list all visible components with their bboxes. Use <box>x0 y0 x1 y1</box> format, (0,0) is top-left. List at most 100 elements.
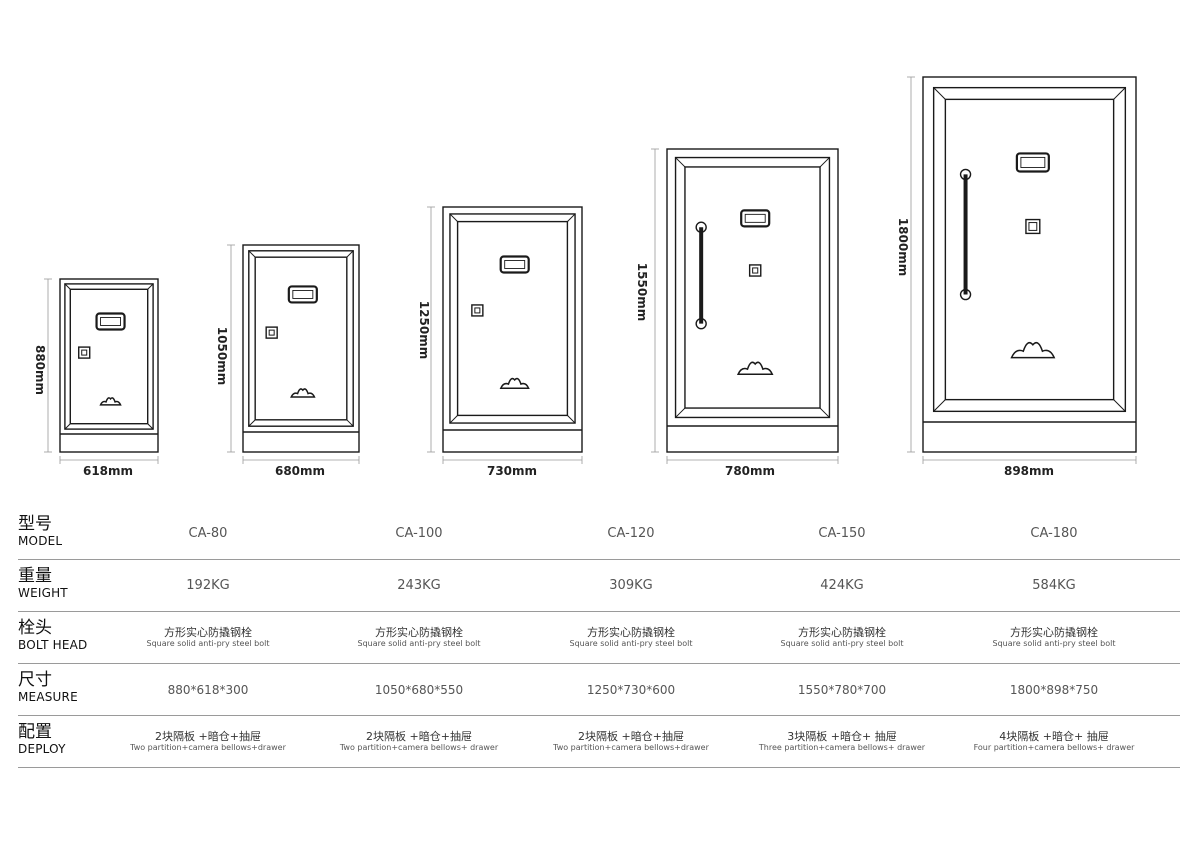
bevel-line <box>346 419 354 427</box>
width-label: 780mm <box>724 464 776 478</box>
safe-illustrations <box>44 76 1137 464</box>
handle-knob-bottom <box>959 288 972 301</box>
bevel-line <box>567 415 576 424</box>
table-cell: 424KG <box>820 578 864 593</box>
keypad-screen <box>744 213 766 223</box>
safe-cabinet <box>666 148 839 453</box>
table-cell: 1050*680*550 <box>374 682 464 697</box>
row-label-cn: 型号 <box>18 514 52 534</box>
keypad-icon <box>287 285 318 304</box>
door-frame <box>64 283 154 430</box>
door-frame <box>674 156 831 419</box>
table-cell: 1800*898*750 <box>1009 682 1099 697</box>
cloud-ornament-icon <box>499 377 530 390</box>
row-header: 重量 WEIGHT <box>18 566 68 600</box>
bevel-line <box>1113 87 1126 100</box>
row-label-en: MEASURE <box>18 690 78 704</box>
handle-knob-top <box>695 221 707 233</box>
height-label: 880mm <box>33 344 47 396</box>
keypad-screen <box>100 317 121 326</box>
cabinet-outline <box>59 278 159 453</box>
safe-cabinet <box>922 76 1137 453</box>
dimension-lines <box>907 76 1137 464</box>
keypad-screen <box>1020 156 1046 168</box>
bevel-line <box>449 415 458 424</box>
table-cell: CA-120 <box>607 526 655 541</box>
table-row-measure: 尺寸 MEASURE 880*618*300 1050*680*550 1250… <box>18 664 1180 716</box>
row-label-en: DEPLOY <box>18 742 66 756</box>
door-panel <box>684 166 821 409</box>
height-label: 1050mm <box>215 326 229 386</box>
table-row-model: 型号 MODEL CA-80 CA-100 CA-120 CA-150 CA-1… <box>18 508 1180 560</box>
dimension-lines <box>227 244 360 464</box>
table-cell: 584KG <box>1032 578 1076 593</box>
table-cell: CA-180 <box>1030 526 1078 541</box>
bevel-line <box>64 283 71 290</box>
width-label: 898mm <box>1003 464 1055 478</box>
width-label: 730mm <box>486 464 538 478</box>
door-panel <box>69 288 149 425</box>
door-frame <box>449 213 576 424</box>
keypad-icon <box>95 312 126 331</box>
bevel-line <box>933 399 946 412</box>
keypad-screen <box>504 260 526 269</box>
bevel-line <box>64 423 71 430</box>
table-cell: 1550*780*700 <box>797 682 887 697</box>
keypad-icon <box>1015 152 1050 173</box>
row-label-cn: 栓头 <box>18 618 52 638</box>
keyhole-icon <box>78 346 91 359</box>
dimension-lines <box>651 148 839 464</box>
bevel-line <box>819 407 830 418</box>
cabinet-outline <box>442 206 583 453</box>
bevel-line <box>346 250 354 258</box>
handle-knob-bottom <box>695 317 707 330</box>
row-header: 尺寸 MEASURE <box>18 670 78 704</box>
table-cell: 880*618*300 <box>167 682 249 697</box>
keyhole-icon <box>471 304 484 317</box>
table-cell: CA-80 <box>188 526 228 541</box>
cloud-ornament-icon <box>99 397 122 406</box>
keypad-icon <box>499 255 530 274</box>
row-header: 栓头 BOLT HEAD <box>18 618 88 652</box>
bevel-line <box>567 213 576 222</box>
spec-table: 型号 MODEL CA-80 CA-100 CA-120 CA-150 CA-1… <box>18 508 1180 768</box>
row-header: 型号 MODEL <box>18 514 62 548</box>
table-cell: 192KG <box>186 578 230 593</box>
width-label: 680mm <box>274 464 326 478</box>
keyhole-inner <box>474 307 481 314</box>
row-label-en: BOLT HEAD <box>18 638 88 652</box>
door-panel <box>456 220 569 417</box>
safe-cabinet <box>442 206 583 453</box>
dimension-lines <box>44 278 159 464</box>
handle-knob-top <box>959 168 972 181</box>
cabinet-outline <box>242 244 360 453</box>
cloud-ornament-icon <box>1010 341 1056 359</box>
cloud-ornament-icon <box>736 361 774 376</box>
table-cell: CA-150 <box>818 526 866 541</box>
bevel-line <box>819 157 830 168</box>
row-header: 配置 DEPLOY <box>18 722 66 756</box>
bevel-line <box>1113 399 1126 412</box>
row-label-cn: 配置 <box>18 722 52 742</box>
cabinet-outline <box>922 76 1137 453</box>
height-label: 1800mm <box>896 217 910 277</box>
keyhole-icon <box>1025 218 1041 235</box>
door-panel <box>944 98 1115 401</box>
keyhole-inner <box>1028 222 1038 231</box>
table-cell: 1250*730*600 <box>586 682 676 697</box>
keypad-icon <box>740 209 771 228</box>
keyhole-icon <box>748 264 762 277</box>
table-row-weight: 重量 WEIGHT 192KG 243KG 309KG 424KG 584KG <box>18 560 1180 612</box>
height-label: 1250mm <box>417 300 431 360</box>
